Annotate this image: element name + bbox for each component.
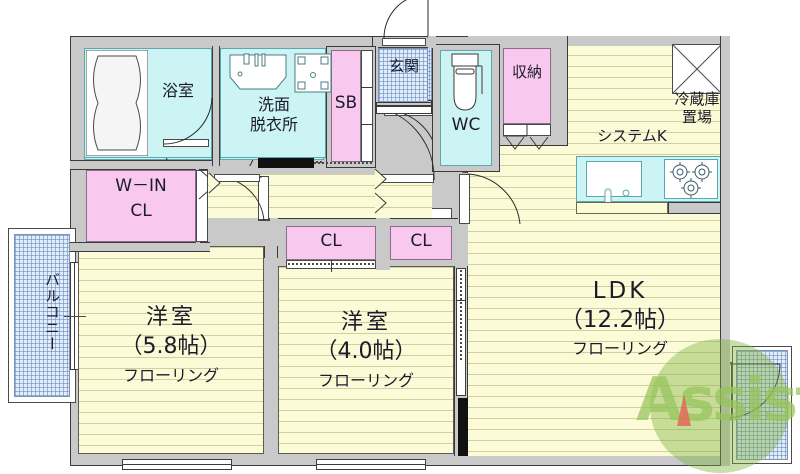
toilet-icon-top [451,53,483,111]
kitchen-label: システムK [597,127,667,145]
sb-open-arrow-1-icon [374,168,387,190]
washing-machine-detail-icon-top [294,53,332,93]
kitchen-base-cabinet [576,202,668,214]
front-door-arc-icon [383,0,429,39]
balcony-label: バルコニー [43,272,61,352]
room2-partition-solid [458,398,468,456]
bathroom-label-top: 浴室 [161,81,194,100]
wc-label-top: WC [451,115,481,135]
wall-hall-room1-top [208,166,278,174]
room1-size-label: （5.8帖） [120,334,222,359]
exterior-notch-top-right [720,36,730,466]
sb-closet-top [331,50,361,162]
closet-left-label-top: CL [320,231,342,251]
kitchen-faucet-icon [604,188,630,205]
entry-tile-floor-top [378,48,428,102]
stove-burners-icon [670,162,712,198]
storage-closet-top [503,48,551,124]
sb-doors-top[interactable] [361,50,373,162]
fridge-label-line2: 置場 [681,108,712,126]
storage-door-open-icon-top [503,124,549,150]
room2-sliding-door-track [460,270,462,362]
sb-label-top: SB [334,93,358,113]
ldk-top-wall-left [468,36,720,46]
entry-door-frame-vert [376,106,432,114]
room2-size-label: （4.0帖） [315,339,417,364]
kitchen-right-base [668,202,724,214]
wall-entry-right [428,36,436,48]
closet-right-top [390,226,452,260]
room2-floor [278,266,454,454]
win-cl-door-top[interactable] [196,170,208,242]
washroom-hall-divider-top [314,162,374,164]
wall-bath-washroom-bottom [70,160,216,170]
closet-right-label-top: CL [410,231,432,251]
room2-sliding-door-split [456,300,466,301]
entry-step-top [376,102,432,106]
bathtub-shape-icon-top [86,50,148,156]
washroom-label-line2-top: 脱衣所 [249,115,298,134]
ldk-floor-label: フローリング [571,339,668,358]
room1-floor [78,246,264,454]
ldk-size-label: （12.2帖） [559,307,681,333]
entry-label-top: 玄関 [388,57,419,75]
wc-door-arc-icon-top [467,173,521,225]
sb-door-split-2-top [361,124,373,125]
service-balcony-floor [736,350,788,460]
ldk-name-label: LDK [592,278,648,304]
washroom-label-line1-top: 洗面 [257,95,290,114]
balcony-dimension-tick [64,316,86,317]
closet-left-top [286,226,376,260]
wall-room2-left [264,258,278,458]
win-cl-label-line2-top: CL [130,201,152,221]
fridge-label-line1: 冷蔵庫 [674,90,720,108]
room2-window-mullion [316,464,426,465]
service-balcony-door-arc-icon [724,363,781,419]
wall-win-cl-bottom [70,242,210,252]
wall-bath-right [212,46,220,170]
room1-window-mullion [122,464,232,465]
walk-in-closet-top [86,170,196,242]
sb-open-arrow-2-icon [374,192,387,214]
room2-floor-label: フローリング [317,371,414,390]
closet-left-mullion-top [331,260,332,272]
sb-door-split-1-top [361,87,373,88]
kitchen-sink-icon [586,161,642,197]
bathroom-door-leaf-top[interactable] [163,139,209,147]
front-door-leaf[interactable] [382,38,426,46]
wall-cl-top [278,218,458,228]
win-cl-label-line1-top: W－IN [115,176,167,196]
wall-cl-mid-divider [376,218,390,270]
bathroom-door-arc-icon-top [163,97,213,145]
storage-label-top: 収納 [511,63,542,81]
hallway-arrow-icon [208,172,221,194]
wall-hall-bottom-left [208,166,218,176]
room1-name-label: 洋室 [145,305,196,330]
room1-floor-label: フローリング [122,366,219,385]
fridge-cross-icon [672,44,722,94]
wc-door-leaf-top[interactable] [459,174,470,224]
room2-name-label: 洋室 [340,310,391,335]
washroom-door-sill-top[interactable] [258,158,314,168]
balcony-floor [14,234,70,397]
vanity-detail-icon-top [229,53,287,90]
